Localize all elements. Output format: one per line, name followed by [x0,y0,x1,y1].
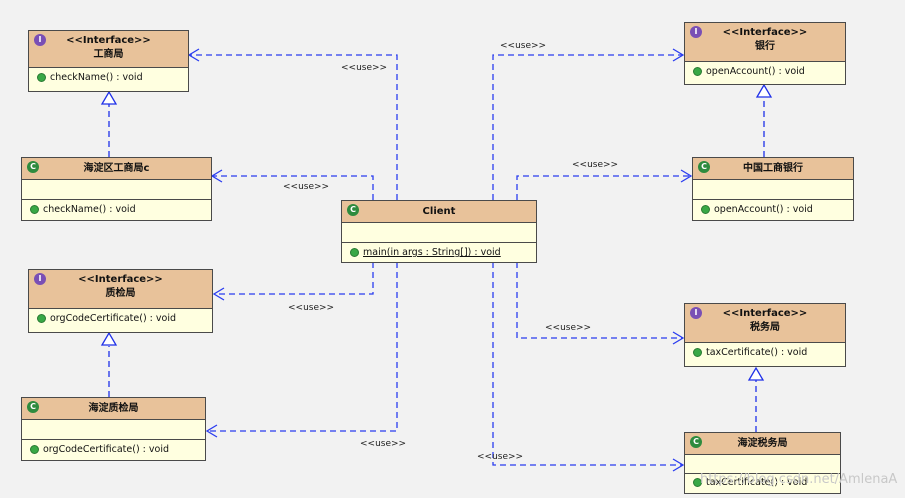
stereotype-label: <<Interface>> [66,35,151,46]
class-client[interactable]: C Client main(in args : String[]) : void [341,200,537,263]
interface-swj[interactable]: I <<Interface>> 税务局 taxCertificate() : v… [684,303,846,367]
class-badge-icon: C [27,401,39,413]
use-client-hdzjj [208,262,398,432]
operation: openAccount() : void [693,200,853,215]
class-name: 工商局 [93,49,124,60]
triangle-zjj [100,331,118,346]
attribute-compartment [342,223,536,243]
triangle-swj [747,366,765,381]
public-method-icon [350,248,359,257]
arrowhead-zgyh [680,169,693,183]
class-name: 质检局 [105,288,136,299]
interface-badge-icon: I [690,26,702,38]
operation: taxCertificate() : void [685,343,845,358]
use-label: <<use>> [360,439,407,449]
stereotype-label: <<Interface>> [78,274,163,285]
use-client-zjj [215,262,374,295]
class-name: 海淀税务局 [737,438,788,449]
arrowhead-yh [672,48,685,62]
arrowhead-swj [672,331,685,345]
class-name: 银行 [755,41,775,52]
use-label: <<use>> [341,63,388,73]
operation: checkName() : void [22,200,211,215]
use-client-hdgsj [213,175,374,200]
public-method-icon [37,314,46,323]
triangle-yh [755,83,773,98]
arrowhead-hdgsj [210,169,223,183]
class-name: 海淀区工商局c [83,163,150,174]
class-name: 中国工商银行 [743,163,803,174]
arrowhead-hdswj [672,458,685,472]
use-label: <<use>> [545,323,592,333]
stereotype-label: <<Interface>> [722,27,808,38]
operation: openAccount() : void [685,62,845,77]
use-client-yh [492,54,682,200]
class-name: Client [422,206,456,217]
attribute-compartment [22,180,211,200]
public-method-icon [693,348,702,357]
operation: taxCertificate() : void [685,474,840,488]
interface-gsj[interactable]: I <<Interface>> 工商局 checkName() : void [28,30,189,92]
class-hd-swj[interactable]: C 海淀税务局 taxCertificate() : void [684,432,841,494]
use-label: <<use>> [477,452,524,462]
public-method-icon [693,67,702,76]
use-client-swj [516,262,682,339]
use-label: <<use>> [283,182,330,192]
public-method-icon [701,205,710,214]
attribute-compartment [22,420,205,440]
class-badge-icon: C [347,204,359,216]
public-method-icon [37,73,46,82]
attribute-compartment [693,180,853,200]
interface-badge-icon: I [34,34,46,46]
public-method-icon [693,478,702,487]
public-method-icon [30,205,39,214]
interface-yh[interactable]: I <<Interface>> 银行 openAccount() : void [684,22,846,85]
interface-badge-icon: I [34,273,46,285]
class-hd-gsj[interactable]: C 海淀区工商局c checkName() : void [21,157,212,221]
use-client-gsj [190,54,398,200]
arrowhead-gsj [187,48,200,62]
stereotype-label: <<Interface>> [722,308,808,319]
class-name: 税务局 [750,322,780,333]
use-label: <<use>> [288,303,335,313]
class-badge-icon: C [690,436,702,448]
use-client-zgyh [516,175,690,200]
triangle-gsj [100,90,118,105]
operation: orgCodeCertificate() : void [22,440,205,455]
arrowhead-hdzjj [205,424,218,438]
watermark: https://blog.csdn.net/AmlenaA [700,472,898,487]
class-zg-yh[interactable]: C 中国工商银行 openAccount() : void [692,157,854,221]
interface-zjj[interactable]: I <<Interface>> 质检局 orgCodeCertificate()… [28,269,213,333]
interface-badge-icon: I [690,307,702,319]
class-badge-icon: C [27,161,39,173]
use-client-hdswj [492,262,682,466]
class-badge-icon: C [698,161,710,173]
arrowhead-zjj [212,287,225,301]
class-name: 海淀质检局 [88,403,139,414]
use-label: <<use>> [572,160,619,170]
operation: checkName() : void [29,68,188,83]
attribute-compartment [685,455,840,474]
operation: orgCodeCertificate() : void [29,309,212,324]
class-hd-zjj[interactable]: C 海淀质检局 orgCodeCertificate() : void [21,397,206,461]
public-method-icon [30,445,39,454]
operation: main(in args : String[]) : void [342,243,536,258]
use-label: <<use>> [500,41,547,51]
